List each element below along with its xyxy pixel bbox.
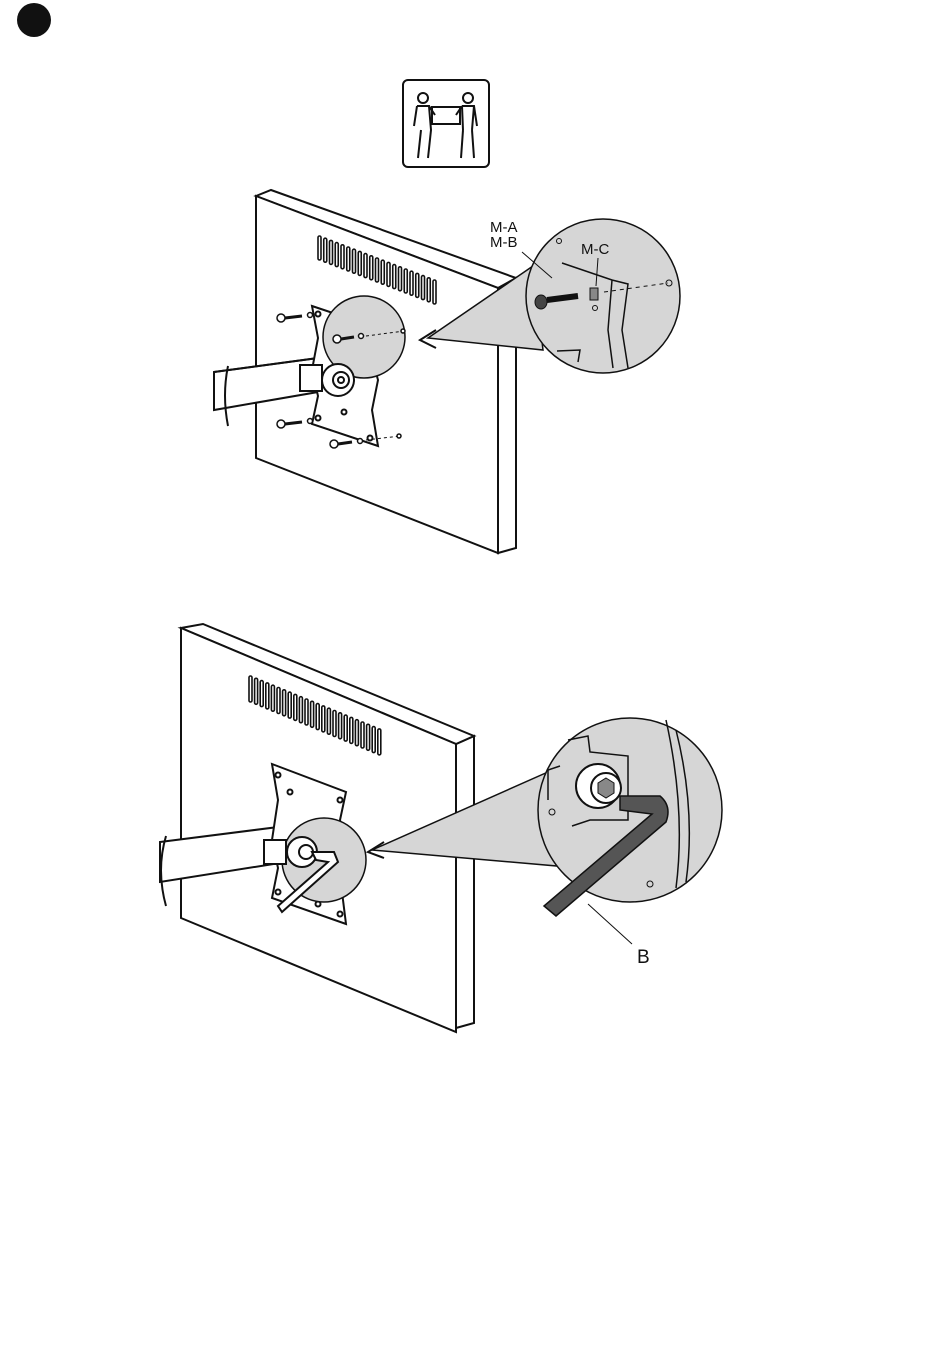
callout-label-m-c: M-C <box>581 241 609 258</box>
callout-label-m-b: M-B <box>490 234 518 251</box>
two-person-lift-icon <box>403 80 489 167</box>
step-marker-icon <box>17 3 51 37</box>
tension-knob-bottom <box>264 837 317 867</box>
detail-magnified-bottom <box>538 718 722 916</box>
washer-icon <box>590 288 598 300</box>
tension-knob-top <box>300 364 354 396</box>
callout-label-b: B <box>637 947 650 968</box>
callout-leader <box>588 904 632 944</box>
